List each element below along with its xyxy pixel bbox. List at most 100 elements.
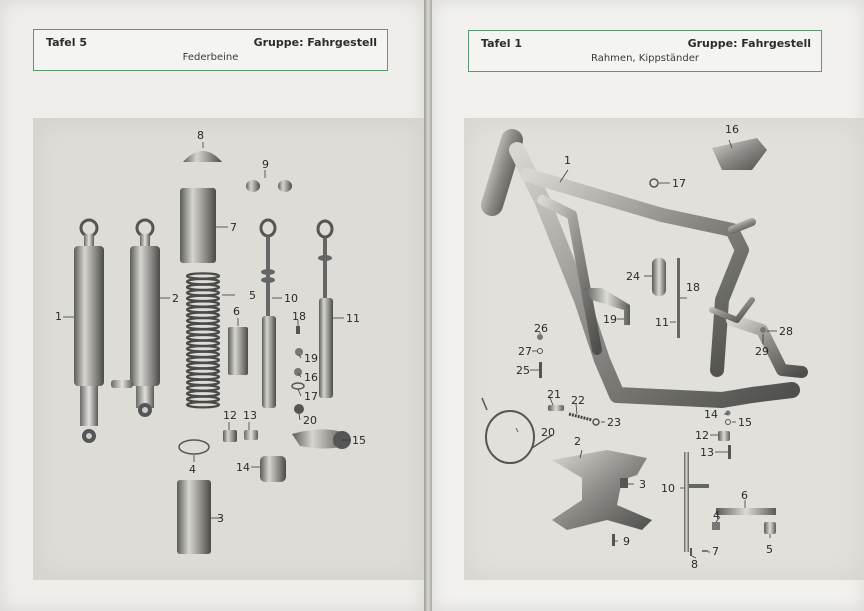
part-19-bracket — [584, 288, 630, 325]
part-6-spring — [716, 508, 776, 515]
part-5-cap — [764, 522, 776, 534]
part-23-washer — [592, 418, 600, 426]
callout-29: 29 — [755, 345, 769, 358]
part-27-washer — [537, 348, 543, 354]
callout-15: 15 — [738, 416, 752, 429]
callout-6: 6 — [741, 489, 748, 502]
part-3-nut — [620, 478, 628, 488]
part-24-rubber — [652, 258, 666, 296]
part-12-bush — [718, 431, 730, 441]
left-leader-lines — [63, 142, 350, 519]
part-18-rod — [677, 258, 680, 338]
part-28-nut — [760, 327, 766, 333]
callout-17: 17 — [304, 390, 318, 403]
part-4-clip — [712, 522, 720, 530]
callout-6: 6 — [233, 305, 240, 318]
callout-19: 19 — [304, 352, 318, 365]
part-20-nut — [294, 404, 304, 414]
book-gutter — [424, 0, 432, 611]
callout-8: 8 — [691, 558, 698, 571]
callout-12: 12 — [223, 409, 237, 422]
callout-27: 27 — [518, 345, 532, 358]
callout-19: 19 — [603, 313, 617, 326]
part-8-pin — [690, 548, 692, 556]
callout-13: 13 — [243, 409, 257, 422]
part-7-sleeve — [180, 188, 216, 263]
part-18-bolt — [296, 326, 300, 334]
callout-22: 22 — [571, 394, 585, 407]
callout-23: 23 — [607, 416, 621, 429]
part-13-bolt — [728, 445, 731, 459]
callout-7: 7 — [230, 221, 237, 234]
callout-12: 12 — [695, 429, 709, 442]
callout-20: 20 — [303, 414, 317, 427]
right-callout-labels: 1 2 3 4 5 6 7 8 9 10 11 12 13 14 15 16 1… — [516, 123, 793, 571]
part-5-spring — [185, 272, 221, 409]
callout-3: 3 — [639, 478, 646, 491]
right-header-box: Tafel 1 Gruppe: Fahrgestell Rahmen, Kipp… — [468, 30, 822, 72]
callout-16: 16 — [304, 371, 318, 384]
part-14-cup — [260, 456, 286, 482]
right-plate-title: Rahmen, Kippständer — [590, 53, 700, 64]
callout-9: 9 — [623, 535, 630, 548]
part-17-washer — [649, 178, 659, 188]
callout-8: 8 — [197, 129, 204, 142]
part-1-main-frame — [481, 129, 808, 408]
part-9-bushings — [246, 180, 292, 192]
part-25-bolt — [539, 362, 542, 378]
callout-14: 14 — [704, 408, 718, 421]
part-2-kickstand — [552, 450, 652, 530]
callout-18: 18 — [686, 281, 700, 294]
callout-1: 1 — [564, 154, 571, 167]
callout-2: 2 — [172, 292, 179, 305]
part-22-spring — [568, 412, 593, 422]
callout-13: 13 — [700, 446, 714, 459]
left-group-name: Gruppe: Fahrgestell — [253, 36, 377, 49]
callout-18: 18 — [292, 310, 306, 323]
callout-5: 5 — [249, 289, 256, 302]
callout-10: 10 — [284, 292, 298, 305]
left-callout-labels: 1 2 3 4 5 6 7 8 9 10 11 12 13 14 15 16 1… — [55, 129, 366, 525]
part-19-washer — [295, 348, 303, 356]
part-16-bracket — [712, 138, 767, 170]
callout-9: 9 — [262, 158, 269, 171]
shock-absorber-illustration: 1 2 3 4 5 6 7 8 9 10 11 12 13 14 15 16 1… — [55, 129, 366, 554]
shock-absorber-1 — [74, 218, 104, 443]
callout-14: 14 — [236, 461, 250, 474]
right-catalog-page: Tafel 1 Gruppe: Fahrgestell Rahmen, Kipp… — [432, 0, 864, 611]
callout-26: 26 — [534, 322, 548, 335]
left-catalog-page: Tafel 5 Gruppe: Fahrgestell Federbeine — [0, 0, 426, 611]
part-3-sleeve — [177, 480, 211, 554]
part-16-ring — [294, 368, 302, 376]
part-4-ring — [178, 439, 210, 455]
part-17-seal — [291, 382, 305, 390]
callout-20: 20 — [541, 426, 555, 439]
callout-4: 4 — [189, 463, 196, 476]
right-plate-number: Tafel 1 — [481, 37, 523, 50]
callout-7: 7 — [712, 545, 719, 558]
callout-17: 17 — [672, 177, 686, 190]
part-15-washer — [725, 419, 731, 425]
frame-illustration: 1 2 3 4 5 6 7 8 9 10 11 12 13 14 15 16 1… — [481, 123, 808, 571]
left-plate-title: Federbeine — [182, 52, 239, 63]
callout-15: 15 — [352, 434, 366, 447]
part-13-pin — [244, 430, 258, 440]
part-10-damper — [259, 218, 277, 408]
part-21-pin — [548, 405, 564, 411]
callout-16: 16 — [725, 123, 739, 136]
callout-5: 5 — [766, 543, 773, 556]
part-9-bolt — [612, 534, 615, 546]
part-8-cap — [183, 151, 222, 162]
part-12-bush — [223, 430, 237, 442]
callout-1: 1 — [55, 310, 62, 323]
callout-11: 11 — [346, 312, 360, 325]
part-11-damper — [316, 219, 334, 398]
shock-absorber-2 — [111, 218, 160, 417]
callout-4: 4 — [713, 509, 720, 522]
callout-10: 10 — [661, 482, 675, 495]
callout-11: 11 — [655, 316, 669, 329]
left-plate-number: Tafel 5 — [46, 36, 88, 49]
callout-3: 3 — [217, 512, 224, 525]
part-14-nut — [725, 410, 731, 416]
right-group-name: Gruppe: Fahrgestell — [687, 37, 811, 50]
